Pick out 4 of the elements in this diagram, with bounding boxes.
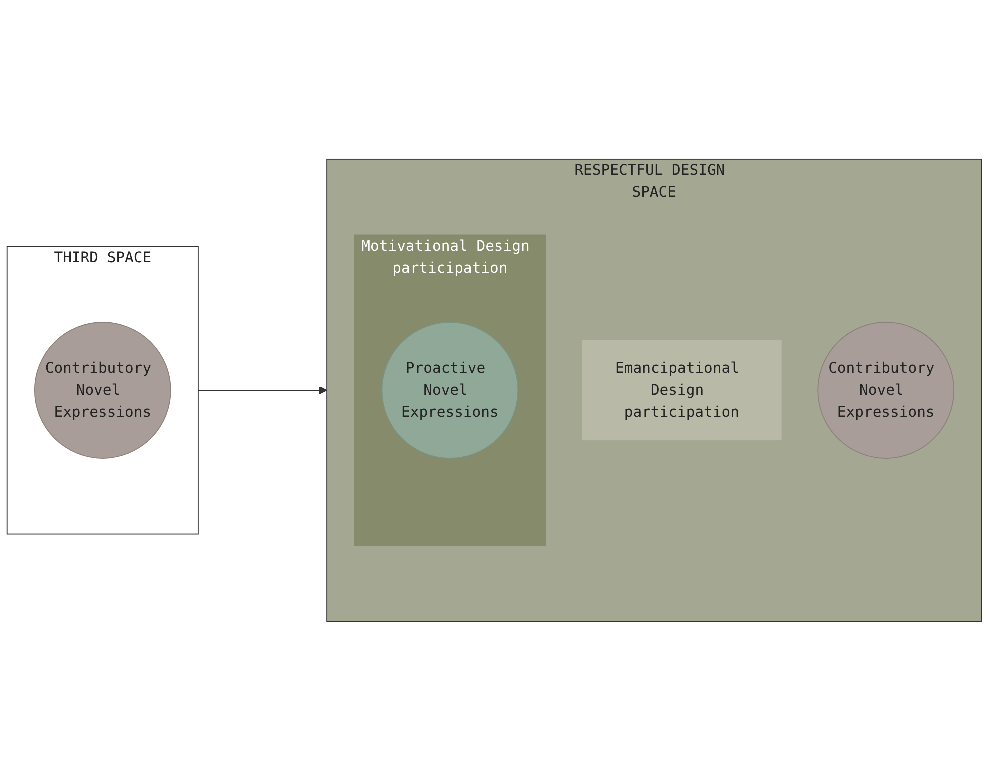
node-circle: Proactive Novel Expressions (382, 322, 519, 459)
node-circle: Contributory Novel Expressions (34, 322, 172, 459)
node-circle: Contributory Novel Expressions (818, 322, 955, 459)
arrow (198, 386, 328, 395)
